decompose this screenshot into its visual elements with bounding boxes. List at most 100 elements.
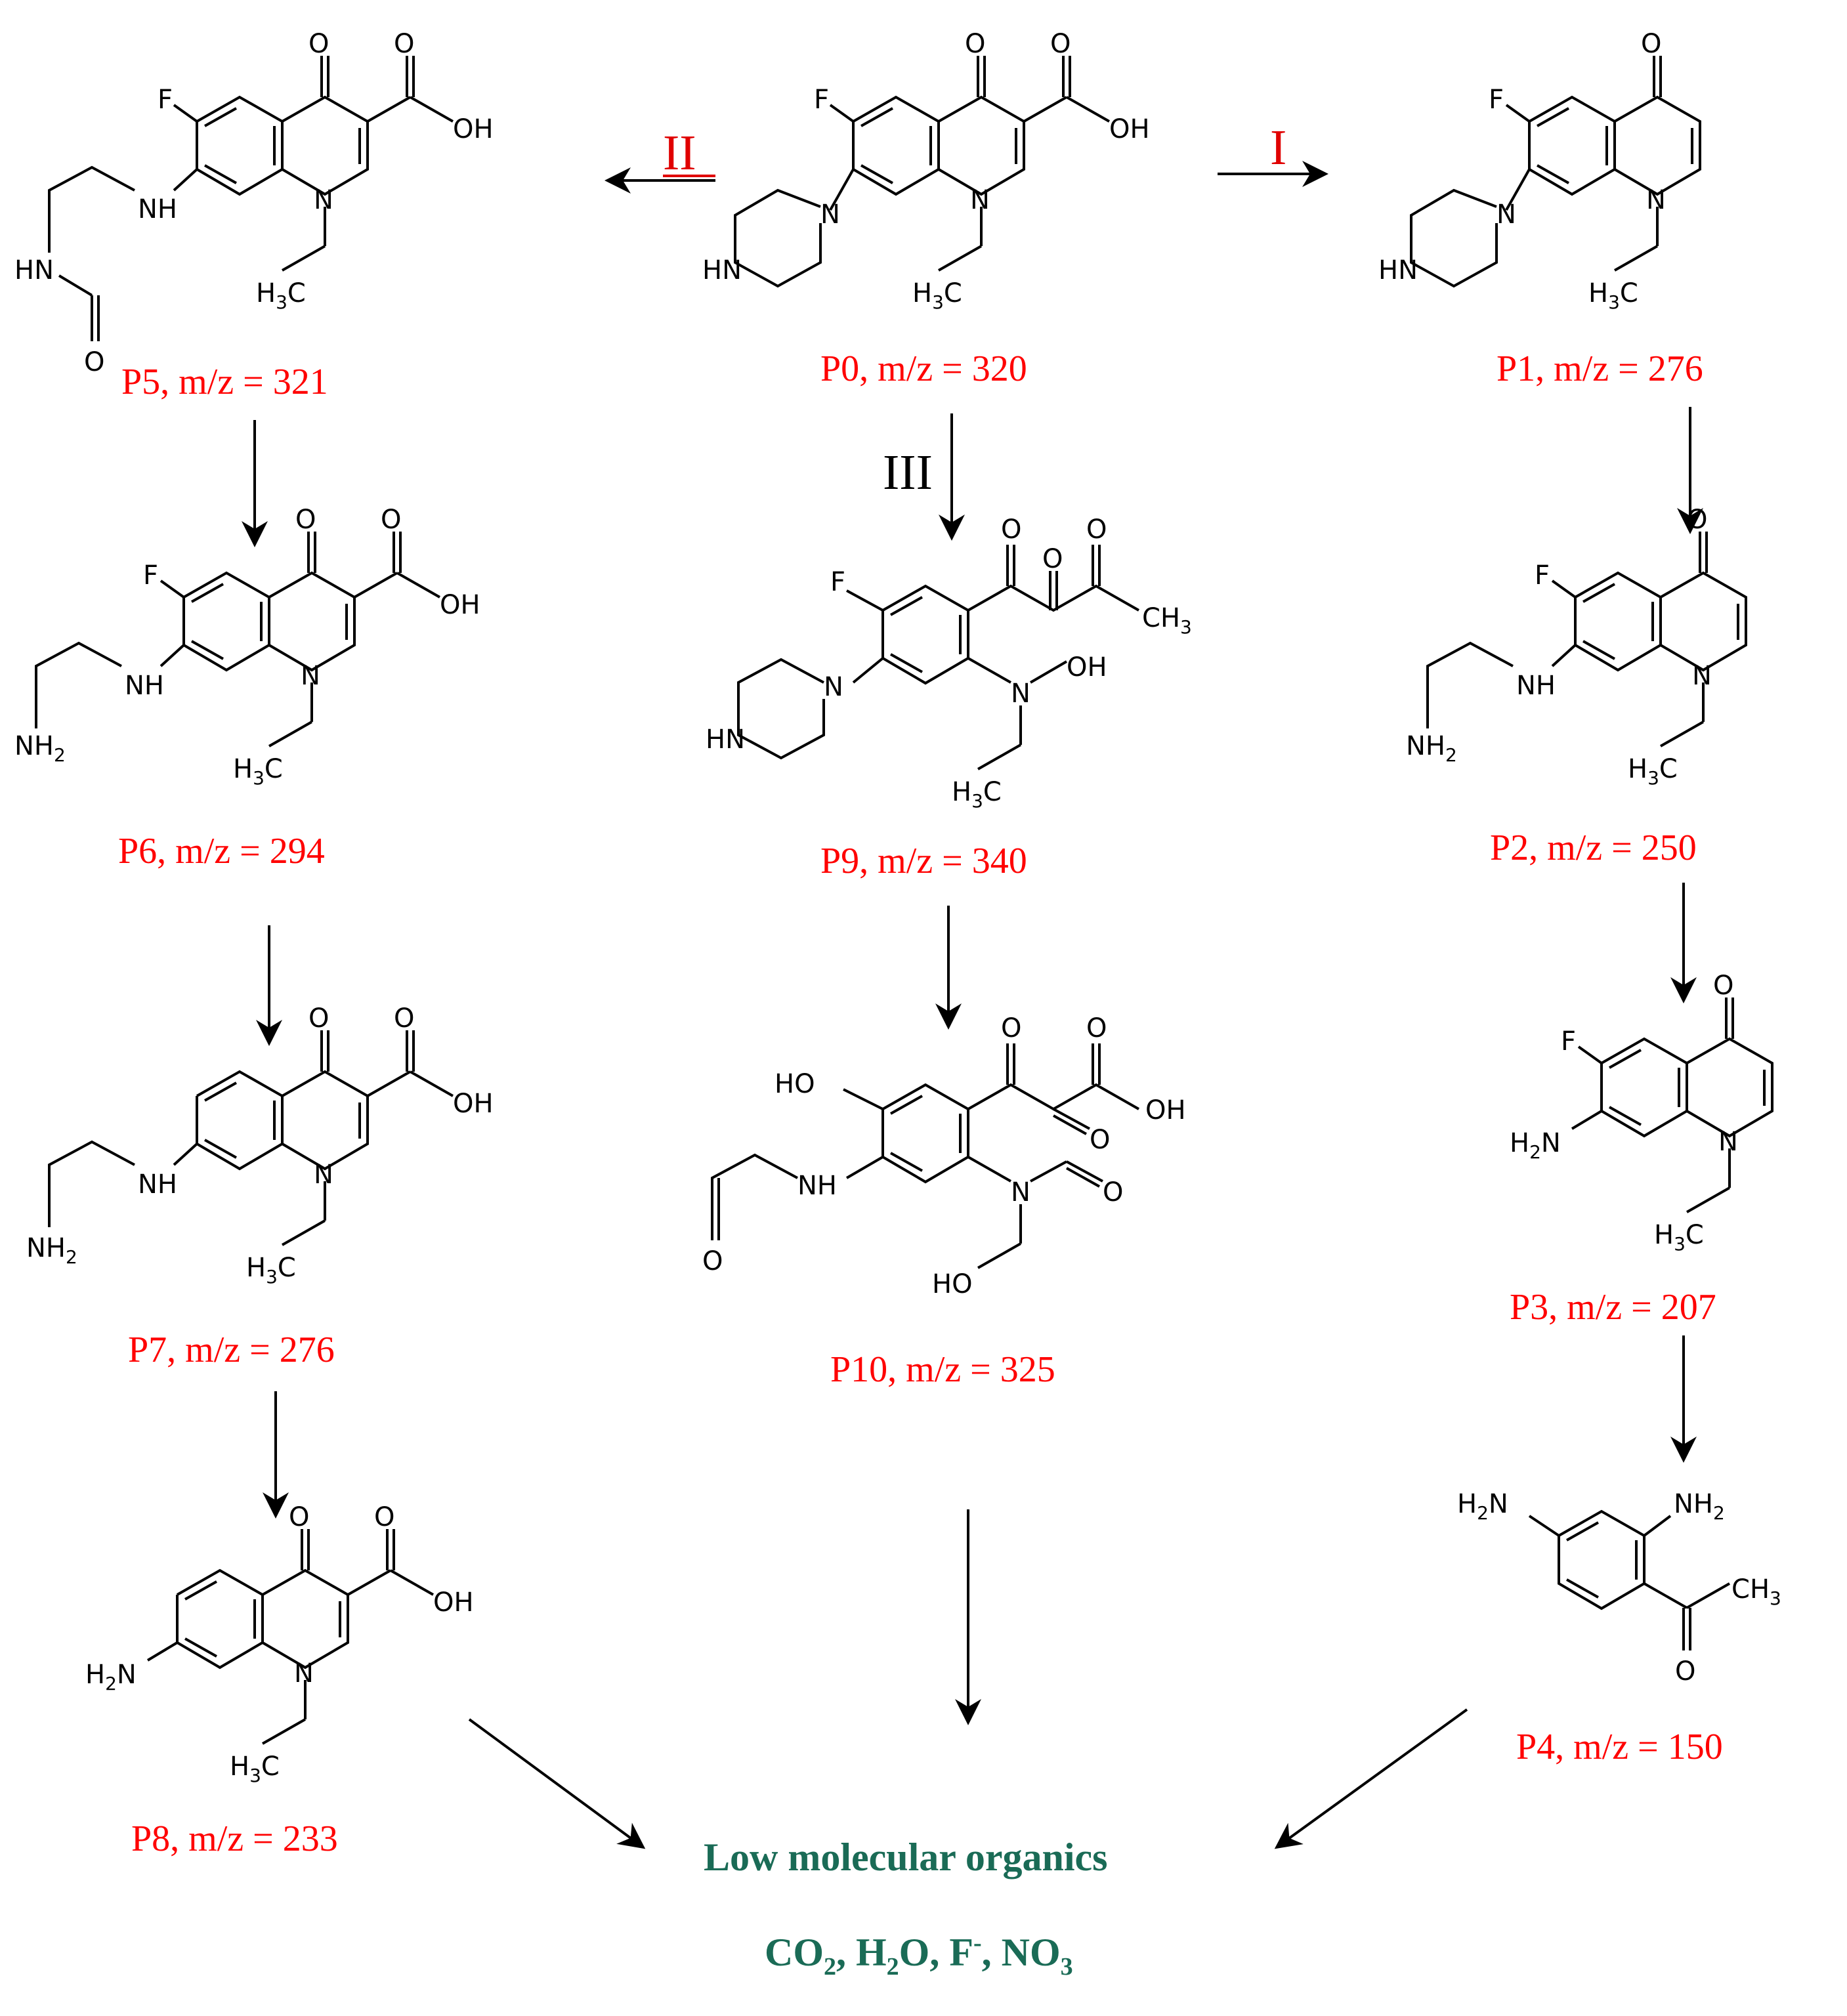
atom-o: O — [1001, 514, 1021, 545]
structure-p2 — [1426, 532, 1747, 747]
structure-p4 — [1528, 1509, 1730, 1650]
atoms-p0: O O OH F N N HN H3C — [702, 29, 1150, 313]
atoms-p8: O O OH N H2N H3C — [85, 1502, 474, 1786]
atom-nh2: NH2 — [14, 731, 66, 766]
label-p0: P0, m/z = 320 — [820, 348, 1027, 389]
atom-o: O — [308, 1003, 329, 1034]
atom-hn: HN — [14, 255, 54, 285]
atom-f: F — [1561, 1026, 1576, 1057]
atom-f: F — [814, 85, 829, 115]
atom-ho: HO — [932, 1269, 973, 1299]
atoms-p4: H2N NH2 CH3 O — [1457, 1489, 1781, 1687]
atom-o: O — [1641, 29, 1661, 59]
atom-nh2: NH2 — [1674, 1489, 1725, 1524]
structure-p8 — [146, 1529, 434, 1745]
label-p4: P4, m/z = 150 — [1516, 1727, 1723, 1767]
atom-oh: OH — [1109, 114, 1150, 144]
atom-oh: OH — [440, 590, 480, 620]
atom-o: O — [394, 1003, 414, 1034]
atom-nh: NH — [1516, 671, 1556, 701]
atom-n: N — [301, 661, 320, 691]
label-p9: P9, m/z = 340 — [820, 841, 1027, 881]
atom-o: O — [1103, 1177, 1123, 1208]
atoms-p3: O F N H2N H3C — [1510, 971, 1738, 1255]
atom-n: N — [1718, 1127, 1738, 1157]
atom-o: O — [1086, 514, 1107, 545]
atom-n: N — [314, 185, 333, 215]
label-p8: P8, m/z = 233 — [131, 1818, 338, 1859]
atom-n: N — [294, 1658, 314, 1689]
atom-n: N — [1497, 200, 1516, 230]
structure-p1 — [1410, 56, 1701, 288]
atom-o: O — [374, 1502, 394, 1532]
route-label-i: I — [1270, 120, 1286, 175]
atom-n: N — [1692, 661, 1712, 691]
atoms-p5: O O OH F N NH HN O H3C — [14, 29, 494, 377]
atom-h2n: H2N — [1510, 1128, 1561, 1163]
atom-h3c: H3C — [952, 777, 1002, 812]
label-p5: P5, m/z = 321 — [121, 362, 328, 402]
arrow-p4-final — [1274, 1708, 1468, 1849]
structure-p3 — [1571, 998, 1773, 1213]
atom-oh: OH — [1067, 652, 1107, 682]
atoms-p1: O F N N HN H3C — [1378, 29, 1666, 313]
atom-o: O — [1050, 29, 1071, 59]
atom-o: O — [295, 505, 316, 535]
atom-h3c: H3C — [230, 1752, 280, 1786]
label-p2: P2, m/z = 250 — [1490, 828, 1697, 868]
atom-nh2: NH2 — [1406, 731, 1457, 766]
atom-oh: OH — [433, 1587, 474, 1618]
atom-oh: OH — [1145, 1095, 1186, 1125]
arrows — [242, 161, 1703, 1849]
atoms-p10: HO O O O OH N O NH O HO — [702, 1013, 1186, 1299]
atoms-p7: O O OH N NH NH2 H3C — [26, 1003, 494, 1288]
atom-oh: OH — [453, 114, 494, 144]
atom-o: O — [1675, 1656, 1695, 1687]
atom-h3c: H3C — [256, 278, 306, 313]
atom-oh: OH — [453, 1089, 494, 1119]
atom-n: N — [824, 672, 843, 702]
atom-f: F — [143, 560, 158, 591]
label-p10: P10, m/z = 325 — [830, 1349, 1055, 1390]
atoms-p9: F O O O CH3 N OH N HN H3C — [706, 514, 1192, 812]
structure-p9 — [737, 545, 1139, 770]
atom-h3c: H3C — [912, 278, 962, 313]
atom-h3c: H3C — [246, 1253, 296, 1288]
final-low-molecular: Low molecular organics — [704, 1836, 1108, 1879]
route-label-iii: III — [883, 445, 933, 500]
atom-h3c: H3C — [1654, 1220, 1704, 1255]
atom-nh: NH — [797, 1171, 837, 1201]
atom-n: N — [1011, 679, 1030, 709]
atom-h2n: H2N — [1457, 1489, 1508, 1524]
atom-o: O — [289, 1502, 309, 1532]
atom-n: N — [1646, 185, 1666, 215]
atoms-p6: O O OH F N NH NH2 H3C — [14, 505, 480, 789]
route-label-ii: II — [663, 125, 696, 180]
atom-hn: HN — [1378, 255, 1418, 285]
structure-p6 — [35, 532, 440, 747]
atom-nh: NH — [125, 671, 164, 701]
atom-nh: NH — [138, 1169, 177, 1200]
atom-o: O — [308, 29, 329, 59]
atom-o: O — [965, 29, 985, 59]
atom-f: F — [158, 85, 173, 115]
atom-o: O — [1086, 1013, 1107, 1043]
atom-h2n: H2N — [85, 1660, 137, 1694]
atom-f: F — [1535, 560, 1550, 591]
structure-p7 — [48, 1030, 454, 1246]
label-p6: P6, m/z = 294 — [118, 831, 325, 872]
atom-o: O — [1713, 971, 1733, 1001]
atom-n: N — [970, 185, 990, 215]
atom-nh2: NH2 — [26, 1233, 77, 1268]
atom-h3c: H3C — [233, 754, 283, 789]
atom-o: O — [394, 29, 414, 59]
atom-h3c: H3C — [1588, 278, 1638, 313]
final-mineral-products: CO2, H2O, F-, NO3 — [765, 1929, 1073, 1981]
arrow-p8-final — [468, 1718, 646, 1849]
atom-n: N — [1011, 1177, 1030, 1208]
atom-ch3: CH3 — [1731, 1574, 1781, 1609]
atom-o: O — [84, 347, 104, 377]
atom-hn: HN — [706, 724, 745, 755]
structure-p5 — [48, 56, 454, 341]
